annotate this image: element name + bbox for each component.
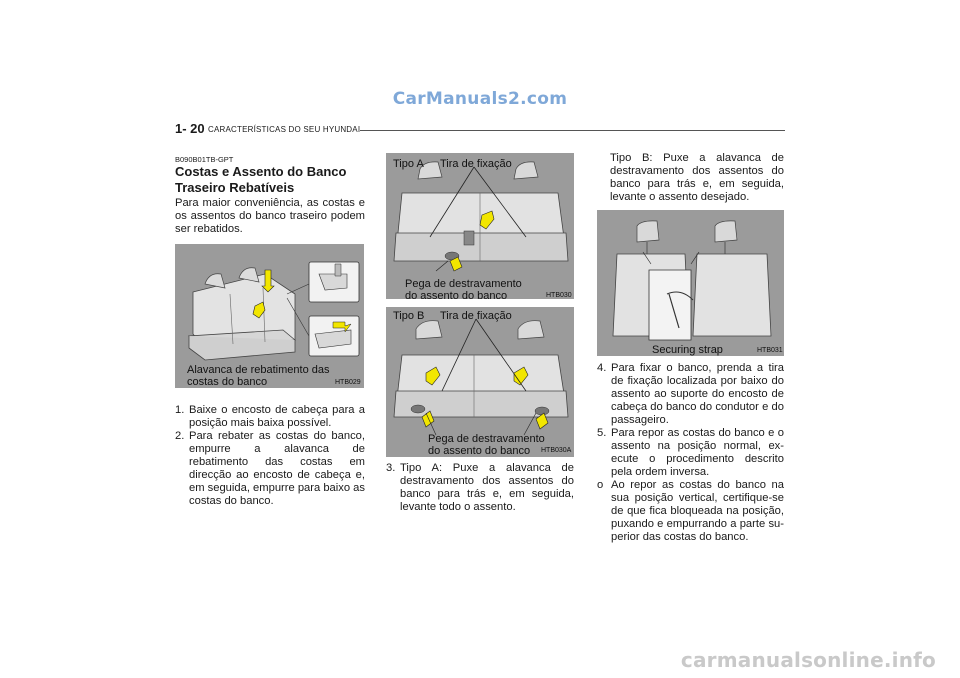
seat-illustration-lever (187, 261, 360, 361)
figure-htb030a (386, 307, 574, 457)
figure-htb029 (175, 244, 364, 388)
seat-illustration-strap (612, 220, 772, 341)
steps-list-left: 1. Baixe o encosto de cabeça para a posi… (175, 404, 365, 508)
steps-list-middle: 3. Tipo A: Puxe a alavanca de destravame… (386, 462, 574, 514)
figure-caption-htb029: Alavanca de rebatimento das costas do ba… (187, 364, 330, 388)
step-number: 5. (597, 427, 607, 439)
type-b-intro-paragraph: Tipo B: Puxe a alavanca de destravamento… (610, 152, 784, 203)
list-item: 4. Para fixar o banco, prenda a tira de … (597, 362, 784, 427)
page-number: 1- 20 (175, 121, 205, 136)
step-number: 1. (175, 404, 185, 416)
list-item: 3. Tipo A: Puxe a alavanca de destravame… (386, 462, 574, 514)
step-text: Para repor as costas do banco e o assent… (611, 427, 784, 478)
figure-caption-htb031: Securing strap (652, 344, 723, 356)
list-item: 5. Para repor as costas do banco e o ass… (597, 427, 784, 479)
strap-label-b: Tira de fixação (440, 310, 512, 322)
step-text: Tipo A: Puxe a alavanca de destravamento… (400, 462, 574, 513)
header-rule (360, 130, 785, 131)
step-number: o (597, 479, 604, 491)
figure-htb031 (597, 210, 784, 356)
figure-caption-htb030: Pega de destravamento do assento do banc… (405, 278, 522, 302)
list-item: o Ao repor as costas do banco na sua pos… (597, 479, 784, 544)
step-text: Para fixar o banco, prenda a tira de fix… (611, 362, 784, 426)
figure-caption-htb030a: Pega de destravamento do assento do banc… (428, 433, 545, 457)
figure-code-htb030: HTB030 (546, 292, 572, 299)
strap-label-a: Tira de fixação (440, 158, 512, 170)
step-text: Para rebater as costas do banco, empurre… (189, 430, 365, 507)
type-a-label: Tipo A (393, 158, 424, 170)
type-b-label: Tipo B (393, 310, 425, 322)
intro-paragraph: Para maior conveniência, as costas e os … (175, 197, 365, 235)
step-number: 3. (386, 462, 396, 474)
section-code: B090B01TB-GPT (175, 155, 234, 164)
watermark-bottom[interactable]: carmanualsonline.info (680, 648, 936, 672)
list-item: 2. Para rebater as costas do banco, empu… (175, 430, 365, 508)
figure-htb030 (386, 153, 574, 299)
figure-code-htb029: HTB029 (335, 379, 361, 386)
step-number: 2. (175, 430, 185, 442)
steps-list-right: 4. Para fixar o banco, prenda a tira de … (597, 362, 784, 544)
seat-illustration-type-b (393, 318, 569, 436)
list-item: 1. Baixe o encosto de cabeça para a posi… (175, 404, 365, 430)
section-title: CARACTERÍSTICAS DO SEU HYUNDAI (208, 125, 361, 134)
step-number: 4. (597, 362, 607, 374)
seat-illustration-type-a (393, 161, 569, 272)
figure-code-htb031: HTB031 (757, 347, 783, 354)
figure-code-htb030a: HTB030A (541, 447, 572, 454)
section-heading: Costas e Assento do Banco Traseiro Rebat… (175, 164, 347, 195)
step-text: Ao repor as costas do banco na sua posiç… (611, 479, 784, 543)
step-text: Baixe o encosto de cabeça para a posição… (189, 404, 365, 429)
watermark-top[interactable]: CarManuals2.com (392, 89, 568, 109)
